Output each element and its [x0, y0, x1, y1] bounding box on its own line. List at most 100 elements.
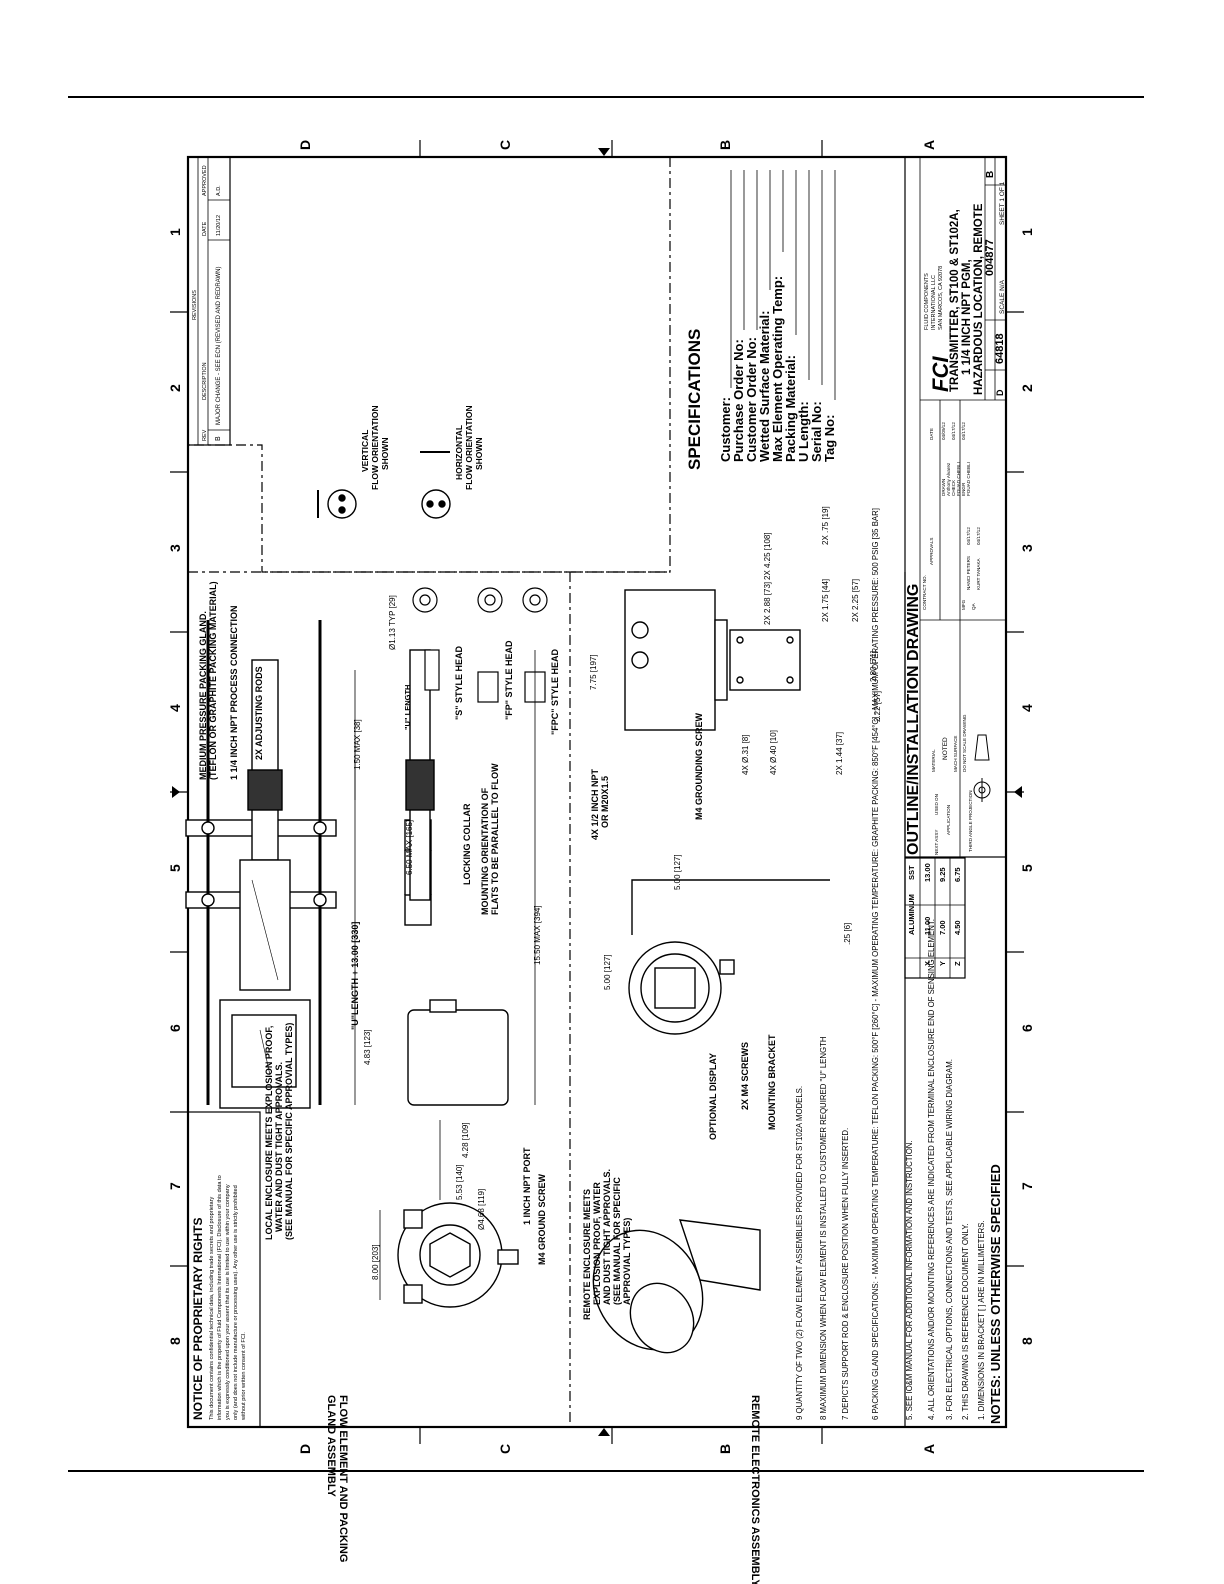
zone-letters: D C B A D C B A — [297, 140, 937, 1454]
flow-element-labels: MEDIUM PRESSURE PACKING GLAND. (TEFLON O… — [198, 581, 560, 1265]
remote-enclosure-label-2: EXPLOSION PROOF, WATER — [592, 1182, 602, 1305]
rev-approved: A.D. — [216, 185, 222, 196]
dim-031: 4X Ø.31 [8] — [741, 735, 750, 775]
horizontal-label-2: FLOW ORIENTATION — [464, 405, 474, 490]
tb-name-1: Anthony Alvarez — [946, 462, 951, 496]
spec-serial: Serial No: — [809, 401, 824, 462]
tb-mfg: MFG — [961, 599, 966, 610]
adjusting-rods-label: 2X ADJUSTING RODS — [254, 666, 264, 760]
zone-1: 1 — [167, 228, 183, 236]
table-z-sst: 6.75 — [953, 867, 962, 882]
zone-4-r: 4 — [1019, 704, 1035, 712]
proprietary-box — [187, 1111, 261, 1428]
rev-date: 11/20/12 — [216, 215, 222, 236]
tb-name-3: FOUAD CHEBLI — [966, 462, 971, 496]
remote-electronics-title: REMOTE ELECTRONICS ASSEMBLY — [749, 1395, 761, 1584]
npt-half-label-1: 4X 1/2 INCH NPT — [590, 768, 600, 840]
title-block: OUTLINE/INSTALLATION DRAWING FCI FLUID C… — [904, 156, 1007, 858]
zone-d-bottom: D — [297, 1444, 313, 1454]
fci-logo: FCI — [928, 356, 953, 392]
proprietary-line-5: without prior written consent of FCI. — [241, 1332, 247, 1421]
tb-date-2: 04/17/12 — [951, 422, 956, 440]
tb-name-4: NANCI PETERS — [966, 556, 971, 590]
flow-element-dimensions: Ø1.13 TYP [29] 1.50 MAX [38] 6.50 MAX [1… — [353, 595, 542, 1280]
remote-enclosure-label-3: AND DUST TIGHT APPROVALS. — [602, 1169, 612, 1305]
m4-grounding-label: M4 GROUNDING SCREW — [694, 712, 704, 820]
title-line-1: TRANSMITTER, ST100 & ST102A, — [949, 209, 961, 392]
table-x: X — [923, 961, 932, 966]
zone-c-top: C — [497, 140, 513, 150]
table-head-sst: SST — [907, 865, 916, 880]
note-1: 1. DIMENSIONS IN BRACKET [ ] ARE IN MILL… — [977, 1220, 986, 1420]
vertical-label-3: SHOWN — [380, 437, 390, 470]
note-6: 6 PACKING GLAND SPECIFICATIONS: - MAXIMU… — [871, 508, 880, 1420]
local-enclosure-label-1: LOCAL ENCLOSURE MEETS EXPLOSION PROOF, — [264, 1026, 274, 1240]
table-y: Y — [938, 961, 947, 966]
proprietary-line-1: This document contains confidential tech… — [209, 1197, 215, 1420]
m4-ground-label: M4 GROUND SCREW — [537, 1173, 547, 1265]
dim-075: 2X .75 [19] — [821, 506, 830, 545]
npt-port-label: 1 INCH NPT PORT — [522, 1147, 532, 1225]
flow-element-assembly — [185, 620, 337, 1109]
spec-co: Customer Order No: — [744, 337, 759, 462]
spec-temp: Max Element Operating Temp: — [770, 276, 785, 462]
tb-check: CHECK — [951, 479, 956, 496]
rev-col-approved: APPROVED — [202, 165, 208, 196]
note-4: 4. ALL ORIENTATIONS AND/OR MOUNTING REFE… — [927, 919, 936, 1420]
tb-name-5: KURT TANAKA — [976, 557, 981, 590]
npt-process-label: 1 1/4 INCH NPT PROCESS CONNECTION — [229, 605, 239, 780]
tb-date-1: 04/09/12 — [941, 422, 946, 440]
tb-name-2: FOUAD CHEBLI — [956, 462, 961, 496]
dim-775: 7.75 [197] — [589, 654, 598, 690]
projection-symbol-icon — [973, 734, 991, 802]
flow-element-title-1: FLOW ELEMENT AND PACKING — [337, 1395, 349, 1562]
horizontal-label-3: SHOWN — [474, 437, 484, 470]
remote-enclosure-label-1: REMOTE ENCLOSURE MEETS — [582, 1189, 592, 1320]
zone-numbers-left: 8 7 6 5 4 3 2 1 — [167, 228, 183, 1345]
table-y-al: 7.00 — [938, 920, 947, 935]
fp-head-label: "FP" STYLE HEAD — [504, 640, 514, 720]
center-arrows — [172, 148, 1022, 1436]
dim-025: .25 [6] — [843, 923, 852, 945]
tb-mach-surface: MACH SURFACE — [953, 736, 958, 773]
tb-material: MATERIAL — [931, 749, 936, 772]
flow-orientation-labels: VERTICAL FLOW ORIENTATION SHOWN HORIZONT… — [360, 405, 484, 490]
tb-drawn: DRAWN — [941, 479, 946, 496]
zone-a-top: A — [921, 140, 937, 150]
tb-engr: ENGR — [961, 482, 966, 496]
zone-5: 5 — [167, 864, 183, 872]
zone-7-r: 7 — [1019, 1182, 1035, 1190]
dim-483: 4.83 [123] — [363, 1029, 372, 1065]
revisions-text: REVISIONS REV DESCRIPTION DATE APPROVED … — [192, 165, 222, 441]
vertical-label-1: VERTICAL — [360, 430, 370, 473]
dim-max-650: 6.50 MAX [165] — [405, 820, 414, 875]
rev-col-date: DATE — [202, 221, 208, 236]
tb-noted: NOTED — [942, 737, 949, 760]
dim-040: 4X Ø.40 [10] — [769, 730, 778, 775]
dim-280: 2.80 [71] — [869, 651, 878, 682]
table-y-sst: 9.25 — [938, 867, 947, 882]
sheet-value: SHEET 1 OF 1 — [999, 181, 1006, 225]
note-8: 8 MAXIMUM DIMENSION WHEN FLOW ELEMENT IS… — [819, 1037, 828, 1420]
title-line-3: HAZARDOUS LOCATION, REMOTE — [973, 203, 985, 395]
zone-8-r: 8 — [1019, 1337, 1035, 1345]
local-enclosure-label-2: WATER AND DUST TIGHT APPROVALS. — [274, 1062, 284, 1232]
note-2: 2. THIS DRAWING IS REFERENCE DOCUMENT ON… — [961, 1223, 970, 1420]
dim-max-1550: 15.50 MAX [394] — [533, 905, 542, 965]
zone-8: 8 — [167, 1337, 183, 1345]
u-label: "U" LENGTH — [403, 685, 412, 730]
dim-500b: 5.00 [127] — [673, 854, 682, 890]
local-enclosure-label-3: (SEE MANUAL FOR SPECIFIC APPROVIAL TYPES… — [284, 1023, 294, 1240]
dim-144: 2X 1.44 [37] — [835, 732, 844, 775]
section-divider-3 — [188, 157, 671, 573]
drawing-type: OUTLINE/INSTALLATION DRAWING — [905, 584, 922, 855]
rev-value: B — [985, 171, 996, 178]
revisions-box — [187, 156, 231, 446]
horizontal-label-1: HORIZONTAL — [454, 425, 464, 480]
dim-dia-113: Ø1.13 TYP [29] — [388, 595, 397, 650]
rev-description: MAJOR CHANGE - SEE ECN (REVISED AND REDR… — [216, 267, 222, 425]
dim-553: 5.53 [140] — [455, 1164, 464, 1200]
revisions-header: REVISIONS — [192, 290, 198, 320]
dim-175: 2X 1.75 [44] — [821, 579, 830, 622]
